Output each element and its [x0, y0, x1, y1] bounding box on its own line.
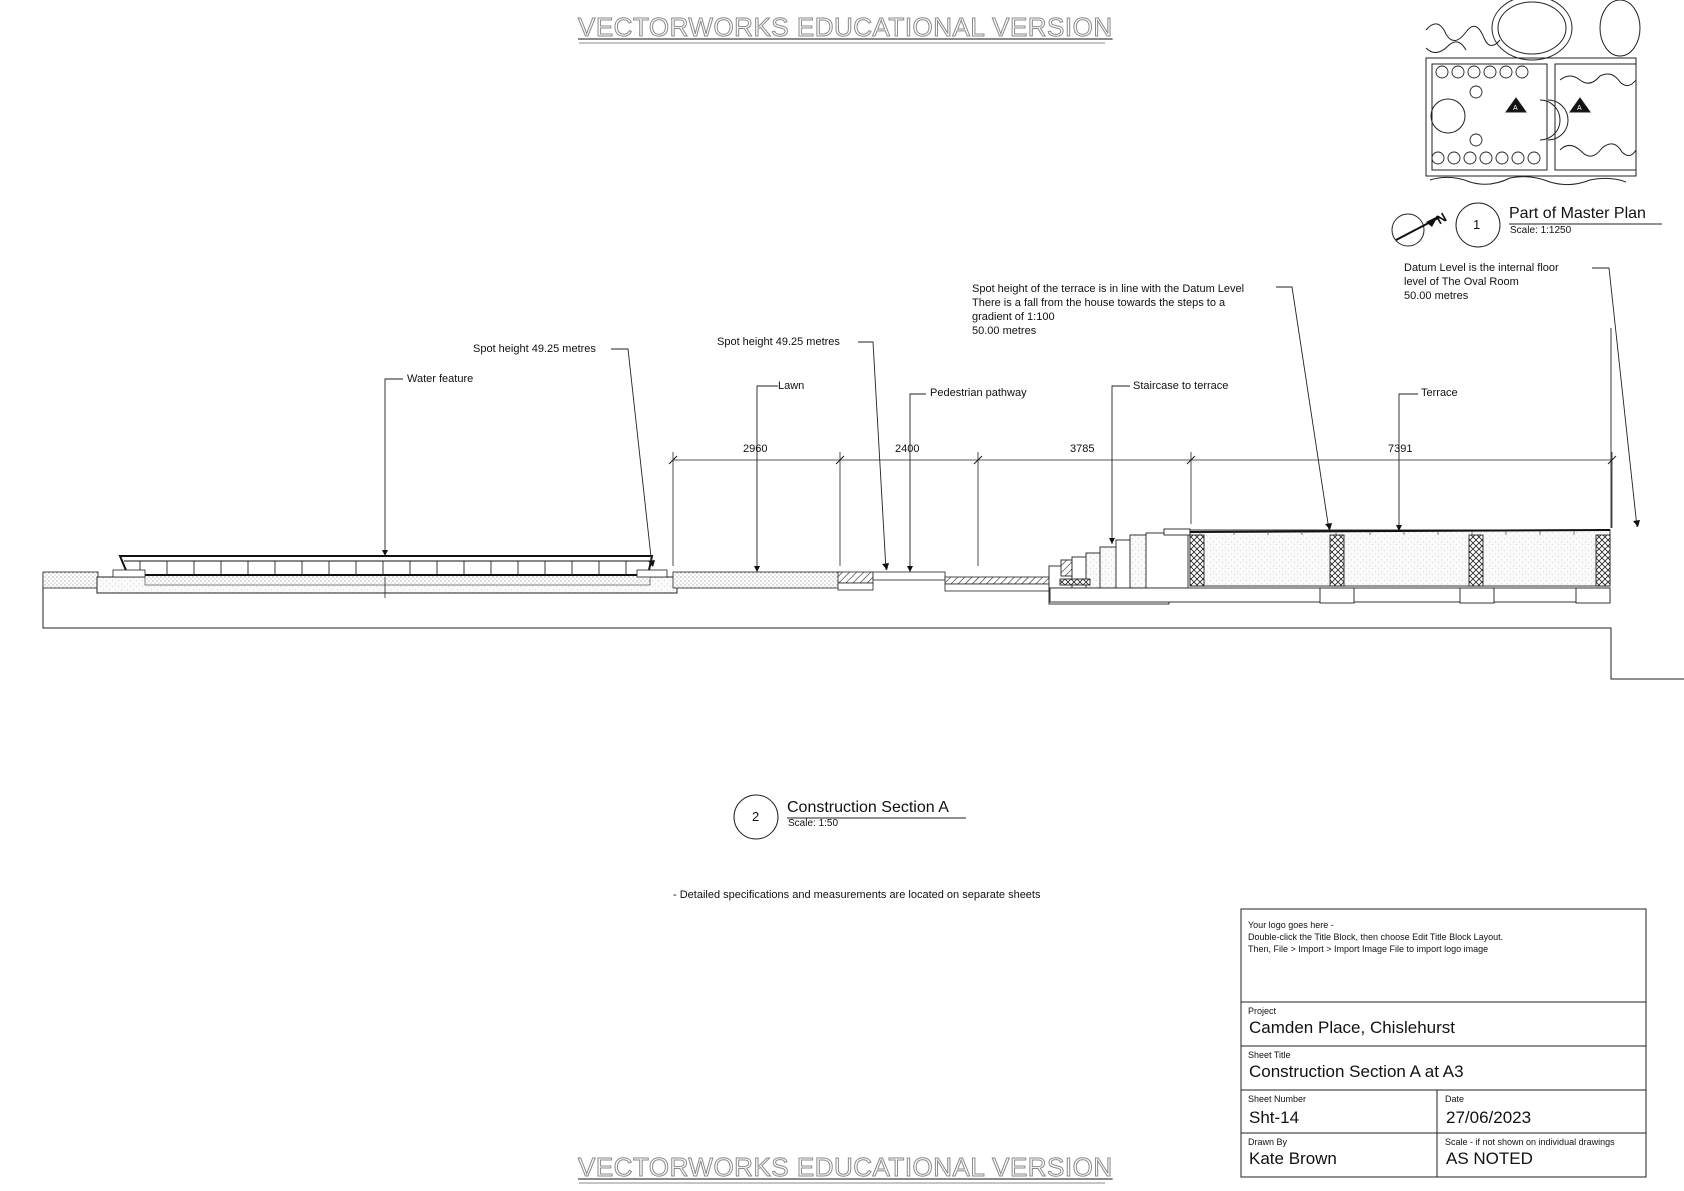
datum-note-line-1: Datum Level is the internal floor: [1404, 262, 1559, 274]
sheet-number-value: Sht-14: [1249, 1108, 1300, 1127]
terrace-note-line-2: There is a fall from the house towards t…: [972, 297, 1226, 309]
title-block-logo-text: Your logo goes here - Double-click the T…: [1248, 919, 1503, 955]
master-plan-number: 1: [1473, 217, 1481, 232]
date-value: 27/06/2023: [1446, 1108, 1532, 1127]
label-terrace: Terrace: [1421, 387, 1458, 399]
dimension-4: 7391: [1388, 443, 1413, 455]
logo-line-3: Then, File > Import > Import Image File …: [1248, 944, 1489, 954]
footnote: - Detailed specifications and measuremen…: [673, 889, 1041, 901]
master-plan-scale: Scale: 1:1250: [1510, 225, 1572, 236]
label-spot-height-1: Spot height 49.25 metres: [473, 343, 596, 355]
datum-note-line-2: level of The Oval Room: [1404, 276, 1519, 288]
datum-note: Datum Level is the internal floor level …: [1404, 261, 1559, 303]
sheet-title-value: Construction Section A at A3: [1249, 1062, 1464, 1081]
leader-lines: [384, 267, 1638, 572]
sheet-number-label: Sheet Number: [1248, 1094, 1307, 1104]
terrace-note-line-3: gradient of 1:100: [972, 311, 1055, 323]
watermark-bottom: VECTORWORKS EDUCATIONAL VERSION: [578, 1152, 1113, 1183]
terrace-section: [1049, 529, 1611, 604]
water-feature-section: [96, 555, 678, 598]
watermark-top: VECTORWORKS EDUCATIONAL VERSION: [578, 12, 1113, 43]
project-label: Project: [1248, 1006, 1277, 1016]
drawn-by-label: Drawn By: [1248, 1137, 1288, 1147]
datum-note-line-3: 50.00 metres: [1404, 290, 1469, 302]
section-scale: Scale: 1:50: [788, 818, 839, 829]
scale-value: AS NOTED: [1446, 1149, 1533, 1168]
north-arrow-icon: N: [1391, 210, 1450, 247]
svg-text:N: N: [1434, 210, 1450, 228]
section-marker-circle: [733, 794, 779, 840]
sheet-title-label: Sheet Title: [1248, 1050, 1291, 1060]
label-water-feature: Water feature: [407, 373, 474, 385]
master-plan-thumbnail: A A: [1424, 0, 1641, 196]
left-paving: [42, 571, 99, 589]
project-value: Camden Place, Chislehurst: [1249, 1018, 1455, 1037]
terrace-note-line-4: 50.00 metres: [972, 325, 1037, 337]
svg-text:A: A: [1513, 105, 1518, 112]
master-plan-marker-circle: [1455, 202, 1501, 248]
dimension-line: [668, 452, 1617, 566]
title-block-grid: [1240, 908, 1647, 1178]
logo-line-1: Your logo goes here -: [1248, 920, 1334, 930]
section-title: Construction Section A: [787, 799, 949, 816]
lawn-section: [672, 571, 841, 589]
svg-text:A: A: [1577, 105, 1582, 112]
master-plan-title: Part of Master Plan: [1509, 205, 1646, 222]
logo-line-2: Double-click the Title Block, then choos…: [1248, 932, 1504, 942]
dimension-3: 3785: [1070, 443, 1095, 455]
section-number: 2: [752, 809, 760, 824]
dimension-1: 2960: [743, 443, 768, 455]
label-spot-height-2: Spot height 49.25 metres: [717, 336, 840, 348]
leader-arrowheads: [382, 520, 1640, 572]
terrace-note: Spot height of the terrace is in line wi…: [972, 282, 1244, 338]
drawn-by-value: Kate Brown: [1249, 1149, 1337, 1168]
label-staircase: Staircase to terrace: [1133, 380, 1229, 392]
label-pedestrian-pathway: Pedestrian pathway: [930, 387, 1027, 399]
ground-line: [42, 572, 1684, 680]
dimension-2: 2400: [895, 443, 920, 455]
date-label: Date: [1445, 1094, 1465, 1104]
pathway-section: [837, 571, 1051, 592]
scale-label: Scale - if not shown on individual drawi…: [1445, 1137, 1615, 1147]
terrace-note-line-1: Spot height of the terrace is in line wi…: [972, 283, 1245, 295]
label-lawn: Lawn: [778, 380, 805, 392]
